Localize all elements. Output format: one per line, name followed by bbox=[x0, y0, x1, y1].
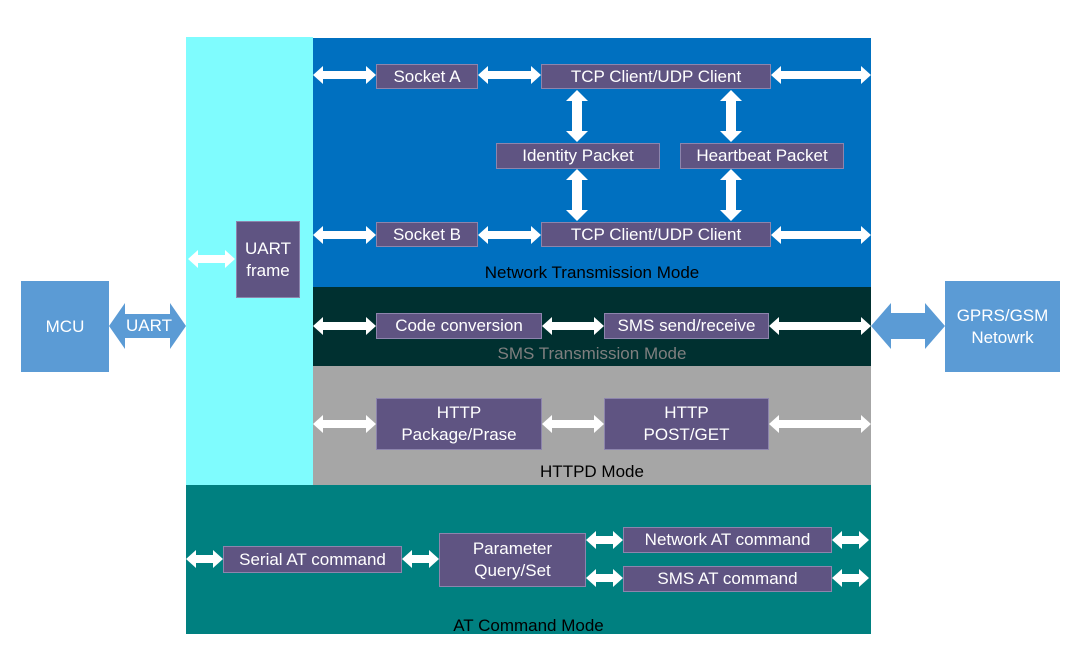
mcu-box: MCU bbox=[21, 281, 109, 372]
arrow-client-a-identity bbox=[566, 90, 588, 142]
network-at-command-box: Network AT command bbox=[623, 527, 832, 553]
arrow-parameter-sms-cmd bbox=[586, 569, 623, 587]
serial-at-command-box: Serial AT command bbox=[223, 546, 402, 573]
uart-label: UART bbox=[126, 316, 172, 335]
arrow-socket-b-client-b bbox=[478, 226, 541, 244]
code-conversion-box: Code conversion bbox=[376, 313, 542, 339]
identity-packet-box: Identity Packet bbox=[496, 143, 660, 169]
arrow-uart-frame-left bbox=[188, 250, 235, 268]
arrow-sms-cmd-right bbox=[832, 569, 869, 587]
arrow-socket-a-client-a bbox=[478, 66, 541, 84]
arrow-code-sms bbox=[542, 317, 604, 335]
parameter-query-set-box: Parameter Query/Set bbox=[439, 533, 586, 587]
heartbeat-packet-box: Heartbeat Packet bbox=[680, 143, 844, 169]
httpd-mode-label: HTTPD Mode bbox=[540, 462, 644, 481]
arrow-serial-parameter bbox=[402, 550, 439, 568]
gprs-gsm-network-box: GPRS/GSM Netowrk bbox=[945, 281, 1060, 372]
arrow-parameter-network-cmd bbox=[586, 531, 623, 549]
http-post-get-box: HTTP POST/GET bbox=[604, 398, 769, 450]
socket-b-box: Socket B bbox=[376, 222, 478, 247]
arrow-network-cmd-right bbox=[832, 531, 869, 549]
arrow-gprs-network bbox=[871, 303, 945, 349]
sms-at-command-box: SMS AT command bbox=[623, 566, 832, 592]
client-a-box: TCP Client/UDP Client bbox=[541, 64, 771, 89]
arrow-client-a-heartbeat bbox=[720, 90, 742, 142]
arrow-sms-right bbox=[769, 317, 871, 335]
arrow-client-a-right bbox=[771, 66, 871, 84]
sms-mode-label: SMS Transmission Mode bbox=[497, 344, 687, 363]
arrow-uart-frame-code bbox=[313, 317, 376, 335]
arrow-identity-client-b bbox=[566, 169, 588, 221]
arrow-left-serial bbox=[186, 550, 223, 568]
sms-send-receive-box: SMS send/receive bbox=[604, 313, 769, 339]
arrow-post-right bbox=[769, 415, 871, 433]
arrow-uart-frame-socket-b bbox=[313, 226, 376, 244]
at-mode-label: AT Command Mode bbox=[453, 616, 604, 635]
arrow-mcu-uart bbox=[109, 303, 186, 349]
arrow-package-post bbox=[542, 415, 604, 433]
arrow-group bbox=[186, 66, 871, 587]
arrow-uart-frame-socket-a bbox=[313, 66, 376, 84]
socket-a-box: Socket A bbox=[376, 64, 478, 89]
client-b-box: TCP Client/UDP Client bbox=[541, 222, 771, 247]
uart-frame-box: UART frame bbox=[236, 221, 300, 298]
network-mode-label: Network Transmission Mode bbox=[484, 263, 700, 282]
arrow-heartbeat-client-b bbox=[720, 169, 742, 221]
http-package-box: HTTP Package/Prase bbox=[376, 398, 542, 450]
arrow-uart-frame-http-package bbox=[313, 415, 376, 433]
arrow-client-b-right bbox=[771, 226, 871, 244]
